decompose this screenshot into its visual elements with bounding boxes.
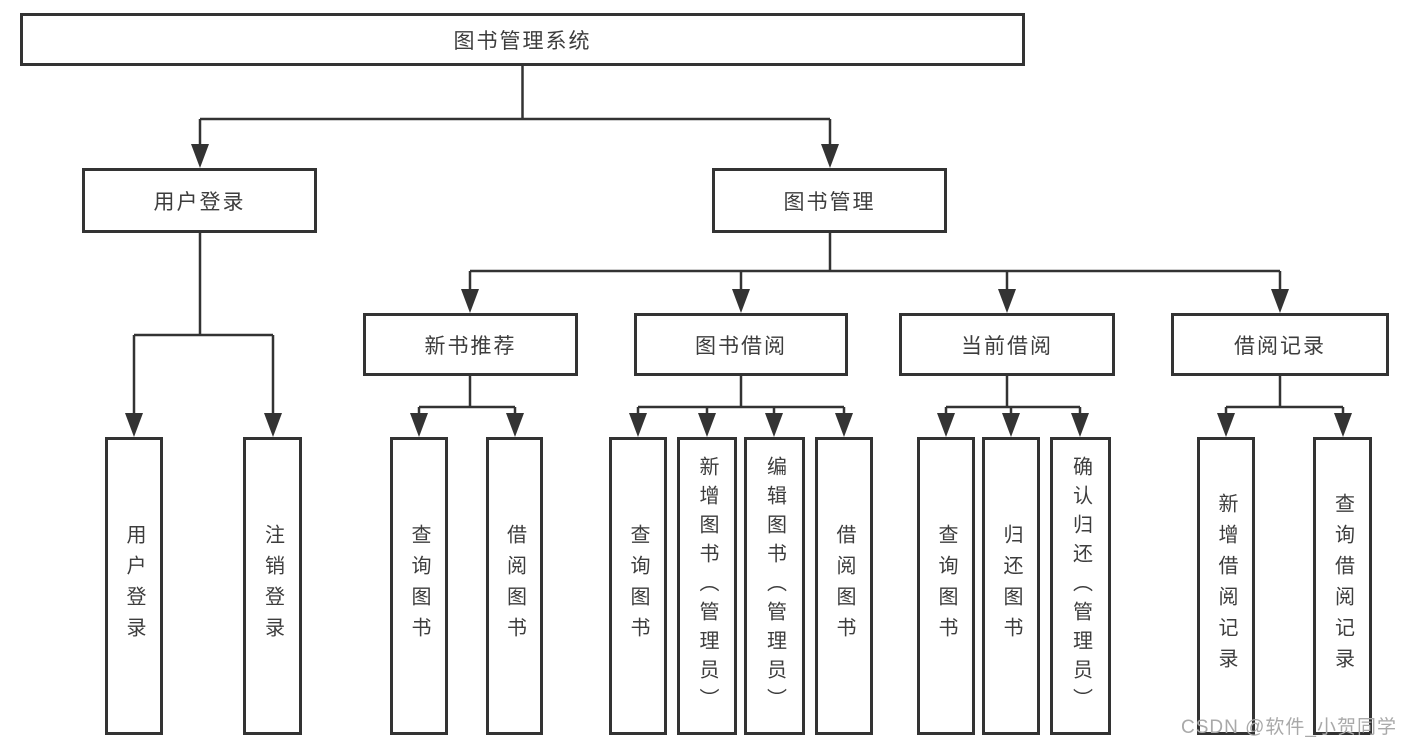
connector-root-to-level2 [198, 66, 832, 160]
node-current-borrowing: 当前借阅 [899, 313, 1115, 376]
leaf-borrowing-borrow-books-label: 借阅图书 [833, 524, 855, 648]
leaf-return-books-label: 归还图书 [1000, 524, 1022, 648]
leaf-borrowing-query-books-label: 查询图书 [627, 524, 649, 648]
leaf-borrowing-borrow-books: 借阅图书 [815, 437, 873, 735]
leaf-add-borrow-record-label: 新增借阅记录 [1215, 493, 1237, 679]
connector-new-book-rec-children [417, 376, 517, 430]
csdn-watermark: CSDN @软件_小贺同学 [1181, 717, 1397, 738]
connector-book-borrow-children [636, 376, 846, 430]
leaf-add-books-admin-label: 新增图书（管理员） [696, 455, 718, 717]
leaf-current-query-books-label: 查询图书 [935, 524, 957, 648]
leaf-logout-label: 注销登录 [261, 524, 284, 648]
leaf-recommend-borrow-books: 借阅图书 [486, 437, 543, 735]
node-root-system: 图书管理系统 [20, 13, 1025, 66]
leaf-user-login: 用户登录 [105, 437, 163, 735]
leaf-confirm-return-admin: 确认归还（管理员） [1050, 437, 1111, 735]
leaf-edit-books-admin-label: 编辑图书（管理员） [763, 455, 786, 717]
leaf-current-query-books: 查询图书 [917, 437, 975, 735]
leaf-edit-books-admin: 编辑图书（管理员） [744, 437, 805, 735]
connector-borrow-records-children [1224, 376, 1345, 430]
leaf-borrowing-query-books: 查询图书 [609, 437, 667, 735]
node-new-book-recommend: 新书推荐 [363, 313, 578, 376]
leaf-recommend-query-books-label: 查询图书 [408, 524, 430, 648]
connector-current-borrow-children [944, 376, 1082, 430]
leaf-return-books: 归还图书 [982, 437, 1040, 735]
connector-user-login-children [132, 233, 275, 430]
leaf-confirm-return-admin-label: 确认归还（管理员） [1069, 455, 1092, 717]
leaf-user-login-label: 用户登录 [123, 524, 145, 648]
leaf-logout: 注销登录 [243, 437, 302, 735]
node-book-management: 图书管理 [712, 168, 947, 233]
leaf-recommend-borrow-books-label: 借阅图书 [503, 524, 526, 648]
leaf-add-borrow-record: 新增借阅记录 [1197, 437, 1255, 735]
leaf-query-borrow-record-label: 查询借阅记录 [1331, 493, 1354, 679]
node-borrowing-records: 借阅记录 [1171, 313, 1389, 376]
connector-book-mgmt-children [468, 233, 1282, 306]
leaf-recommend-query-books: 查询图书 [390, 437, 448, 735]
leaf-add-books-admin: 新增图书（管理员） [677, 437, 737, 735]
leaf-query-borrow-record: 查询借阅记录 [1313, 437, 1372, 735]
node-user-login: 用户登录 [82, 168, 317, 233]
node-book-borrowing: 图书借阅 [634, 313, 848, 376]
